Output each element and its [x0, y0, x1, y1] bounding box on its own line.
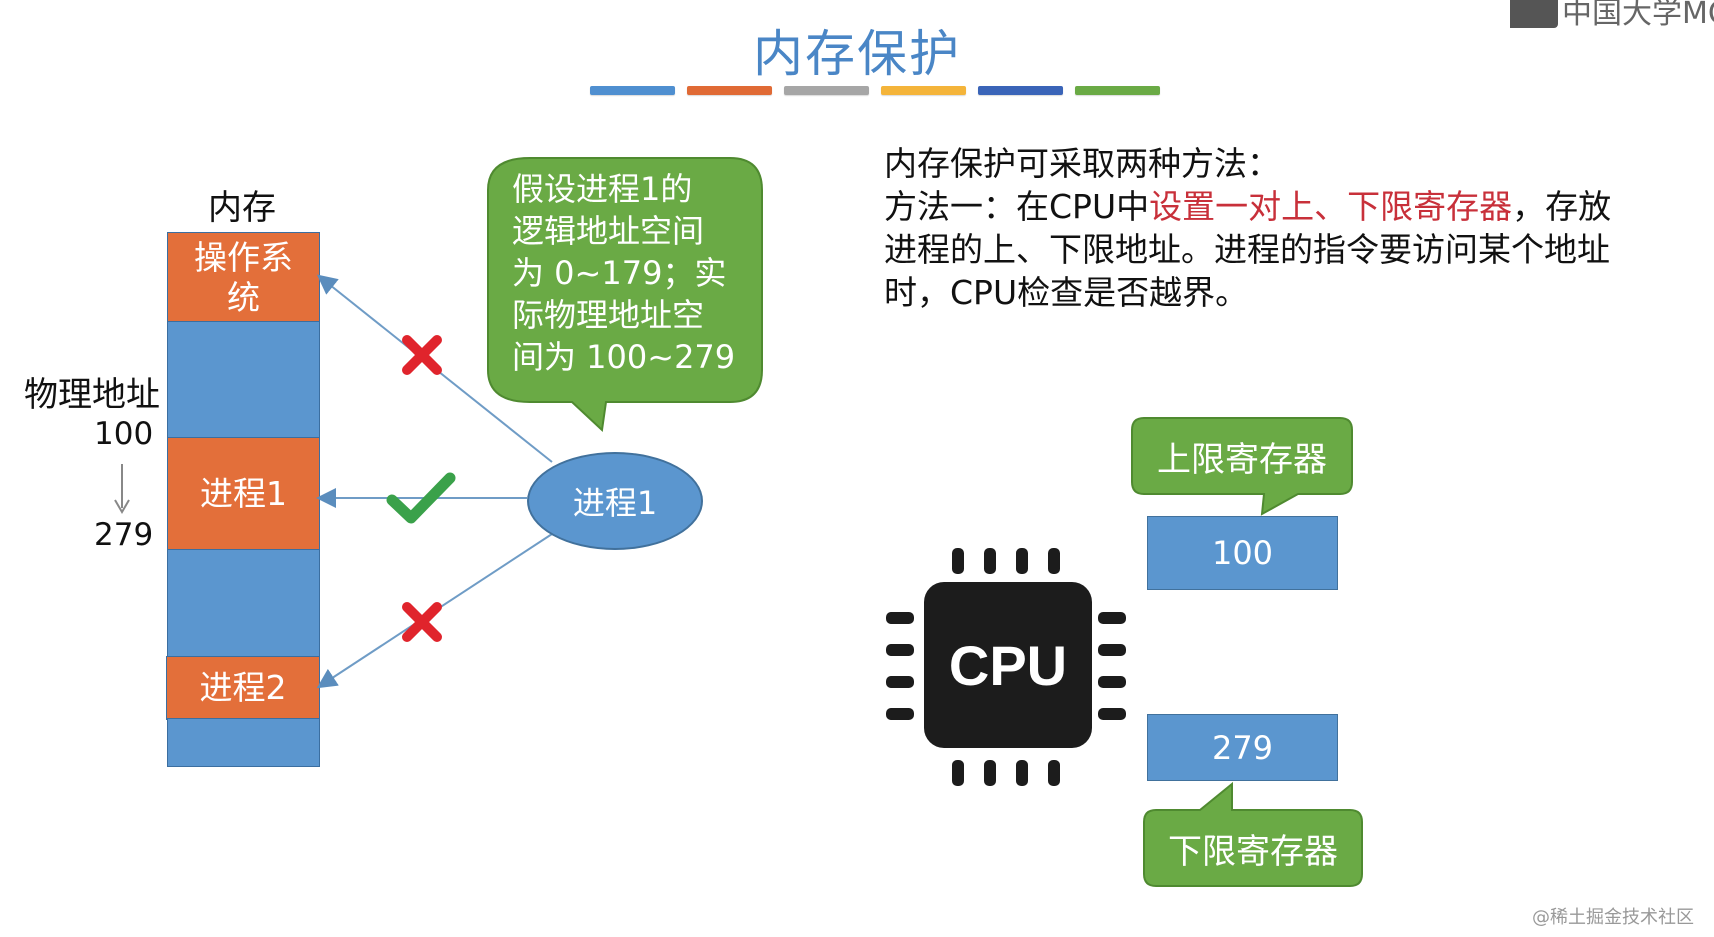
slide-title: 内存保护	[753, 25, 961, 83]
description-line: 时，CPU检查是否越界。	[884, 273, 1249, 312]
description-line: 进程的上、下限地址。进程的指令要访问某个地址	[884, 230, 1610, 269]
accent-bar	[590, 86, 675, 95]
address-range-arrow-icon	[114, 464, 130, 514]
watermark: @稀土掘金技术社区	[1532, 907, 1694, 928]
accent-bar	[784, 86, 869, 95]
description-highlight: 设置一对上、下限寄存器	[1149, 187, 1513, 226]
lower-register-value: 279	[1147, 714, 1338, 781]
bubble-line: 为 0~179；实	[512, 254, 727, 292]
logo-icon	[1510, 0, 1558, 28]
bubble-line: 间为 100~279	[512, 338, 736, 376]
memory-segment-process1-label: 进程1	[200, 474, 287, 513]
lower-register-callout-shape	[1143, 781, 1363, 887]
memory-segment-free	[167, 549, 320, 658]
accent-bar	[978, 86, 1063, 95]
bubble-line: 际物理地址空	[512, 296, 705, 334]
upper-register-callout-shape	[1131, 417, 1353, 516]
address-end: 279	[94, 517, 154, 553]
description-suffix: ，存放	[1512, 187, 1612, 226]
cpu-chip-icon	[886, 548, 1126, 786]
memory-segment-free	[167, 321, 320, 439]
memory-segment-os-label: 操作系 统	[194, 237, 293, 317]
description-line: 内存保护可采取两种方法：	[884, 144, 1280, 183]
lower-register-label: 下限寄存器	[1168, 831, 1338, 872]
process-node: 进程1	[527, 452, 703, 550]
accent-bar	[687, 86, 772, 95]
memory-segment-process2: 进程2	[166, 656, 320, 720]
cpu-label: CPU	[948, 633, 1068, 697]
accent-bar	[1075, 86, 1160, 95]
bubble-line: 逻辑地址空间	[512, 212, 705, 250]
address-start: 100	[94, 416, 154, 452]
memory-segment-free	[167, 718, 320, 767]
description-line: 方法一：在CPU中设置一对上、下限寄存器，存放	[884, 185, 1684, 228]
physical-address-label: 物理地址	[24, 375, 160, 415]
memory-segment-process2-label: 进程2	[199, 668, 287, 707]
description-prefix: 方法一：在CPU中	[884, 187, 1150, 226]
assumption-bubble: 假设进程1的 逻辑地址空间 为 0~179；实 际物理地址空 间为 100~27…	[512, 168, 762, 378]
cross-icon	[402, 335, 442, 375]
check-icon	[386, 472, 456, 524]
accent-bar	[881, 86, 966, 95]
memory-label: 内存	[208, 188, 276, 228]
cross-icon	[402, 602, 442, 642]
process-node-label: 进程1	[572, 484, 658, 522]
logo-text: 中国大学MO	[1562, 0, 1714, 31]
upper-register-label: 上限寄存器	[1157, 439, 1327, 480]
title-accent-bars	[590, 86, 1163, 96]
speech-bubble-shape	[487, 157, 763, 433]
memory-segment-process1: 进程1	[167, 437, 320, 551]
description-text: 内存保护可采取两种方法： 方法一：在CPU中设置一对上、下限寄存器，存放 进程的…	[884, 142, 1684, 314]
bubble-line: 假设进程1的	[512, 170, 693, 208]
upper-register-value: 100	[1147, 516, 1338, 590]
